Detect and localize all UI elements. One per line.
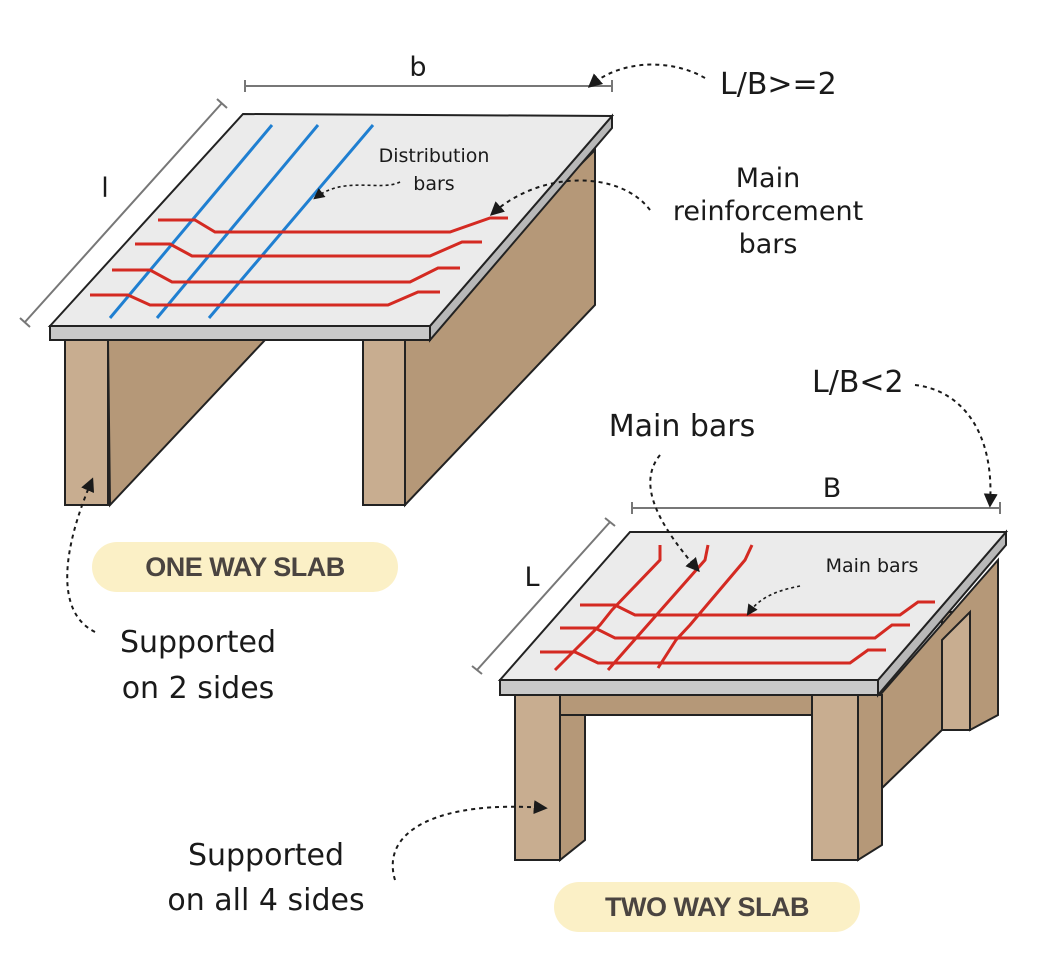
one-way-slab: b l L/B>=2 Distribution bars Main reinfo… bbox=[19, 52, 863, 706]
two-way-right-wall bbox=[879, 557, 999, 793]
one-way-support-arrow bbox=[66, 477, 96, 633]
distribution-label-line1: Distribution bbox=[379, 145, 490, 167]
one-way-slab-top bbox=[47, 112, 615, 327]
two-way-dimension-b bbox=[631, 502, 1001, 514]
two-way-left-support bbox=[514, 694, 561, 861]
distribution-bar bbox=[207, 124, 375, 319]
two-way-main-bars bbox=[540, 544, 935, 672]
two-way-slab-edge bbox=[499, 679, 879, 696]
two-way-ratio-arrow bbox=[914, 384, 998, 508]
main-bar bbox=[112, 266, 460, 284]
two-way-dimension-l bbox=[471, 517, 616, 675]
one-way-ratio: L/B>=2 bbox=[720, 67, 837, 102]
main-bar bbox=[656, 544, 754, 669]
two-way-pill bbox=[554, 882, 860, 932]
main-bar bbox=[158, 216, 508, 234]
one-way-left-support bbox=[64, 337, 109, 506]
two-way-slab: B L L/B<2 Main bars Main bars TWO WAY SL… bbox=[167, 365, 1009, 932]
main-bar bbox=[560, 623, 910, 640]
two-way-support-arrow bbox=[391, 800, 548, 881]
two-way-main-bars-label-2: Main bars bbox=[826, 555, 919, 577]
distribution-bar bbox=[155, 124, 320, 319]
main-bar bbox=[540, 648, 886, 665]
one-way-pill bbox=[92, 542, 398, 592]
two-way-main-bars-arrow-2 bbox=[746, 585, 801, 616]
main-bar bbox=[135, 240, 482, 258]
main-reinforcement-line2: reinforcement bbox=[673, 196, 863, 227]
one-way-main-bars bbox=[90, 216, 508, 307]
main-reinforcement-line1: Main bbox=[736, 163, 800, 194]
main-bar bbox=[580, 600, 935, 617]
distribution-arrow bbox=[313, 181, 401, 200]
dim-B-label: B bbox=[823, 473, 842, 504]
one-way-dimension-b bbox=[244, 80, 613, 92]
two-way-right-support-side bbox=[857, 694, 883, 862]
dim-b-label: b bbox=[409, 52, 426, 83]
dim-l-label: l bbox=[101, 173, 109, 204]
main-bar bbox=[553, 545, 662, 672]
two-way-support-line1: Supported bbox=[188, 838, 344, 873]
two-way-right-support bbox=[811, 694, 859, 861]
one-way-support-line1: Supported bbox=[120, 625, 276, 660]
two-way-left-support-side bbox=[559, 714, 586, 863]
two-way-ratio: L/B<2 bbox=[812, 365, 904, 400]
dim-L-label: L bbox=[524, 562, 539, 593]
one-way-left-wall bbox=[106, 339, 268, 508]
one-way-slab-edge bbox=[49, 325, 431, 341]
main-reinforcement-arrow bbox=[489, 179, 651, 216]
main-reinforcement-line3: bars bbox=[739, 229, 798, 260]
two-way-main-bars-arrow bbox=[649, 454, 700, 573]
one-way-dimension-l bbox=[19, 98, 228, 328]
two-way-title: TWO WAY SLAB bbox=[605, 892, 809, 922]
main-bar bbox=[606, 544, 710, 671]
one-way-right-support bbox=[362, 337, 406, 506]
two-way-main-bars-label: Main bars bbox=[609, 409, 756, 444]
one-way-support-line2: on 2 sides bbox=[122, 671, 275, 706]
two-way-support-line2: on all 4 sides bbox=[167, 883, 364, 918]
one-way-title: ONE WAY SLAB bbox=[145, 552, 345, 582]
distribution-label-line2: bars bbox=[413, 173, 454, 195]
main-bar bbox=[90, 290, 440, 307]
ratio-arrow bbox=[587, 63, 706, 88]
